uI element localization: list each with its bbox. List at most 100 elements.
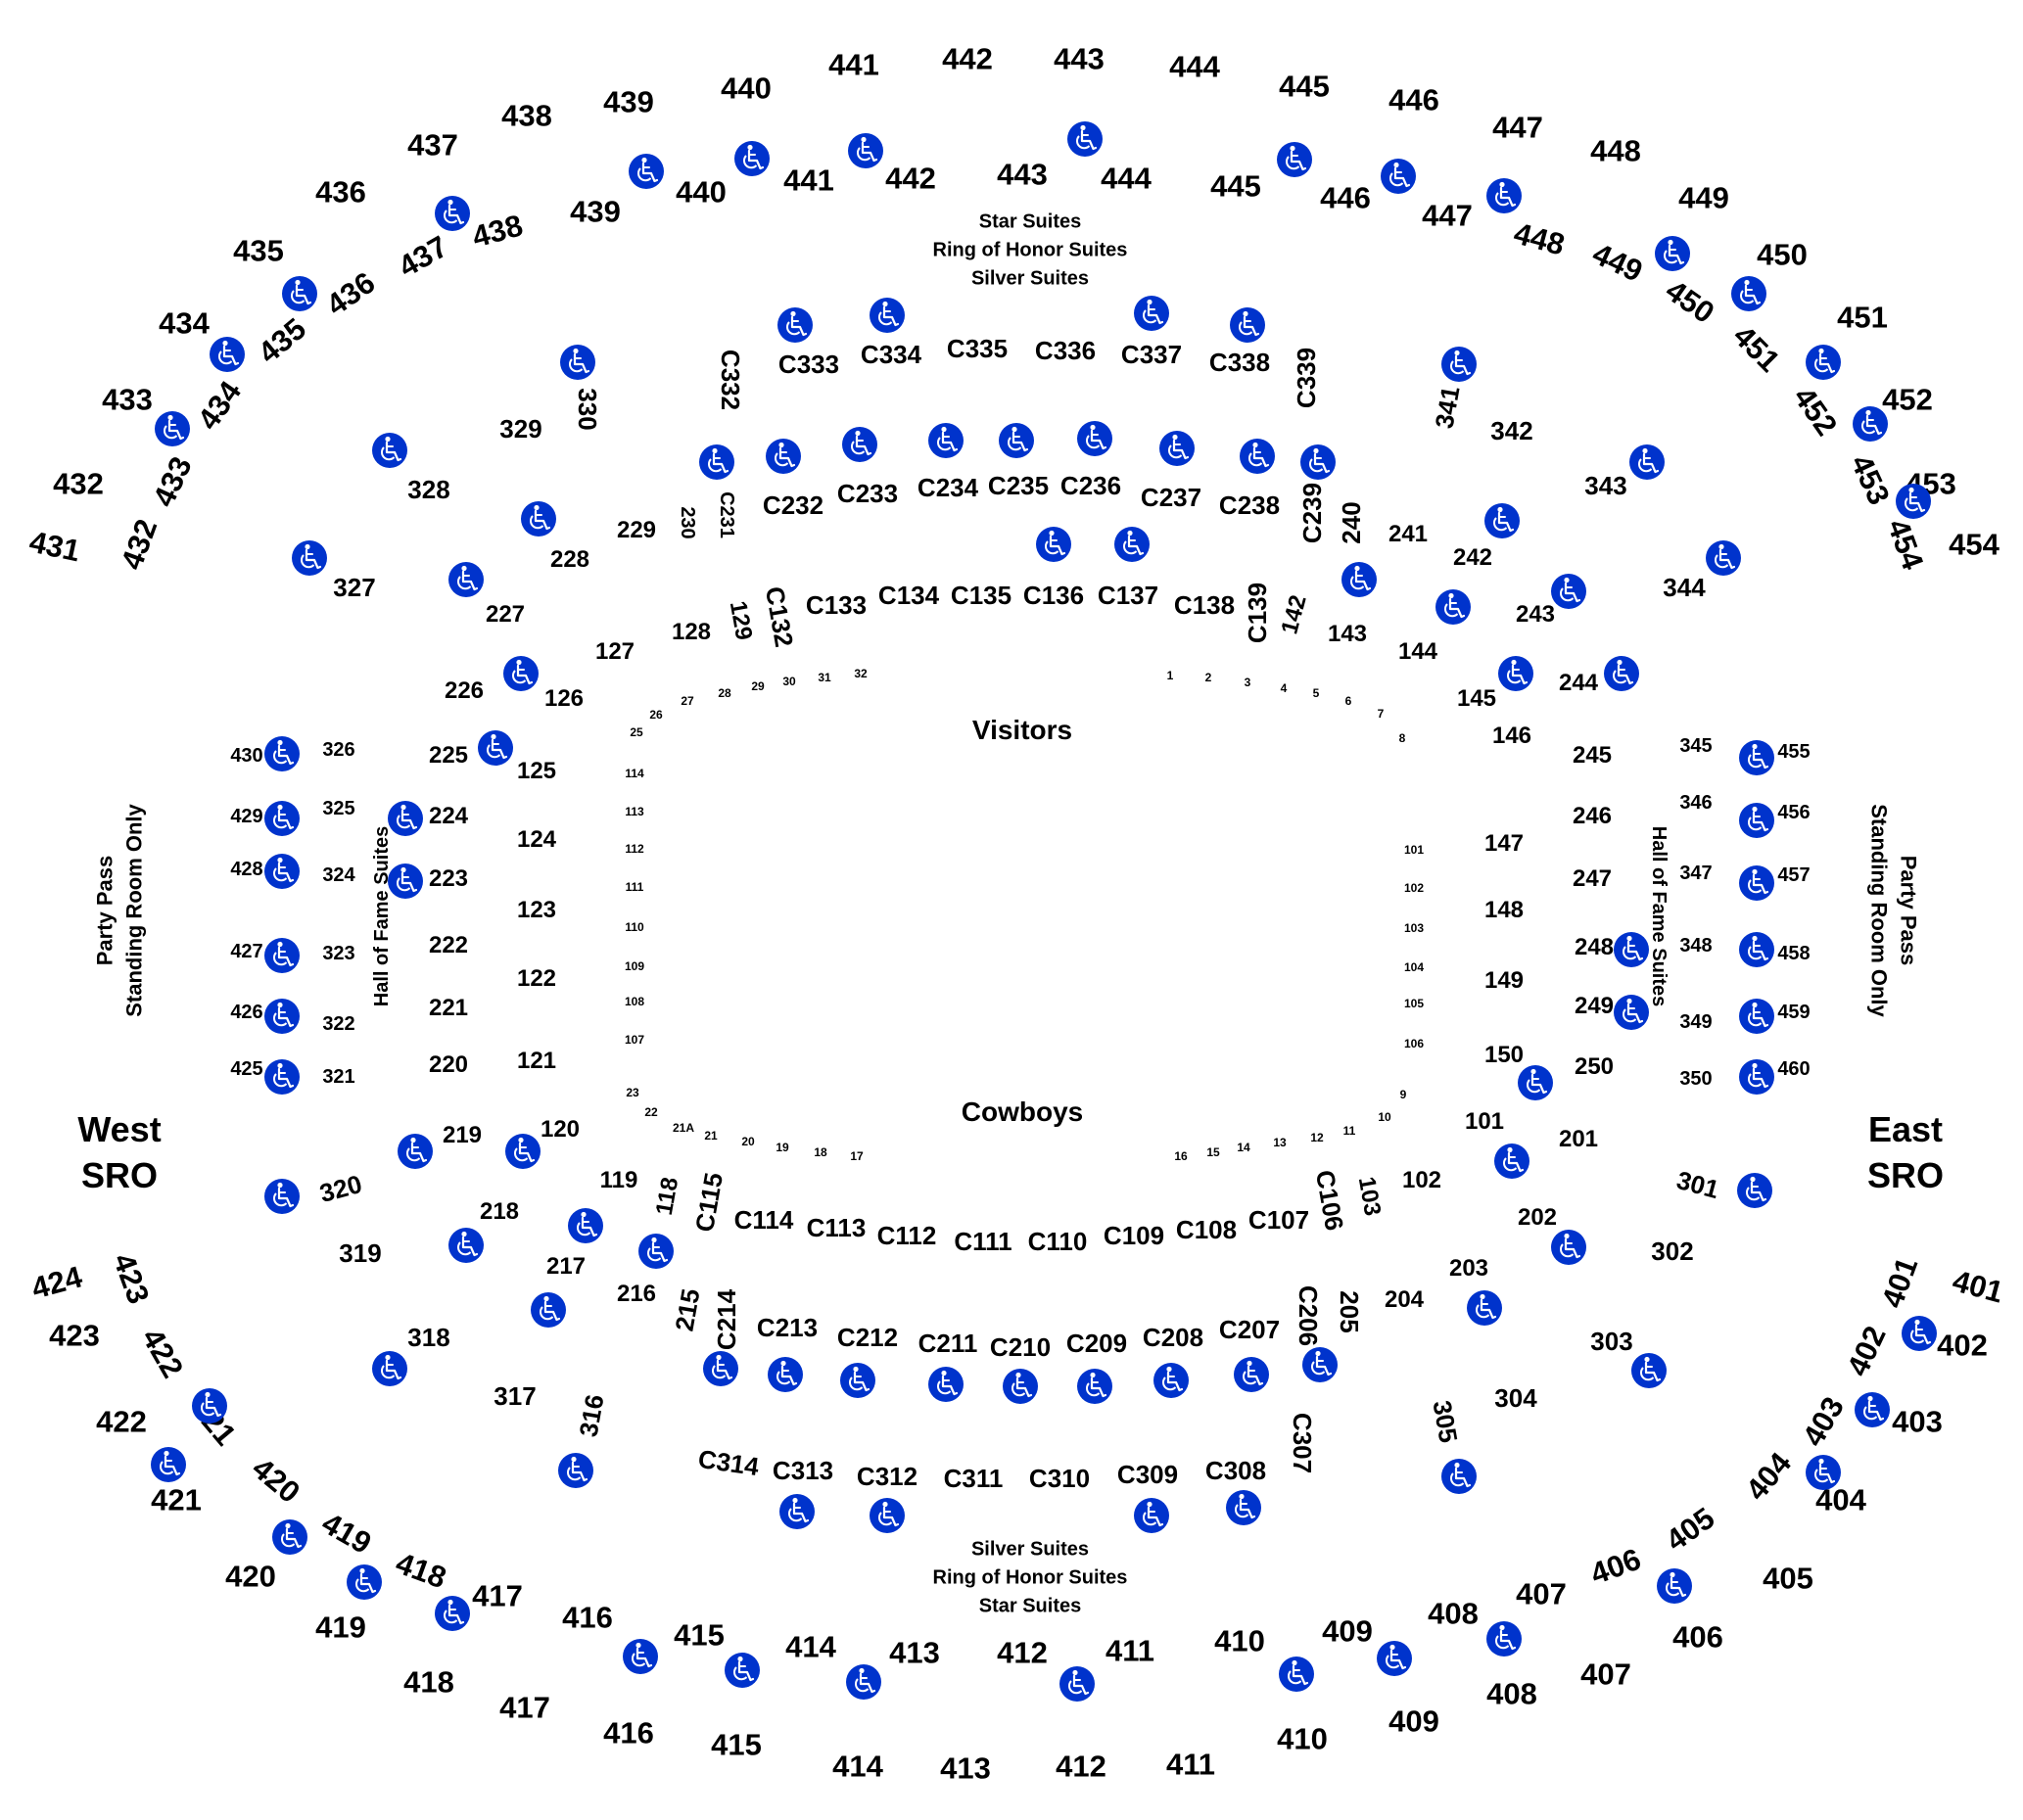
field-section-22[interactable]: 22 bbox=[644, 1105, 658, 1119]
section-241[interactable]: 241 bbox=[1388, 521, 1429, 547]
section-144[interactable]: 144 bbox=[1397, 638, 1438, 665]
wheelchair-icon[interactable] bbox=[531, 1292, 566, 1328]
section-443[interactable]: 443 bbox=[997, 157, 1048, 192]
wheelchair-icon[interactable] bbox=[766, 439, 801, 474]
wheelchair-icon[interactable] bbox=[638, 1234, 674, 1269]
field-section-32[interactable]: 32 bbox=[854, 667, 868, 680]
section-103[interactable]: 103 bbox=[1352, 1174, 1387, 1218]
field-section-21a[interactable]: 21A bbox=[672, 1121, 695, 1135]
wheelchair-icon[interactable] bbox=[372, 1351, 407, 1386]
section-c113[interactable]: C113 bbox=[806, 1213, 867, 1242]
section-c139[interactable]: C139 bbox=[1243, 582, 1272, 644]
section-121[interactable]: 121 bbox=[516, 1048, 557, 1074]
section-301[interactable]: 301 bbox=[1673, 1164, 1722, 1205]
section-c107[interactable]: C107 bbox=[1247, 1205, 1310, 1235]
section-c136[interactable]: C136 bbox=[1022, 581, 1085, 610]
wheelchair-icon[interactable] bbox=[699, 444, 734, 480]
section-228[interactable]: 228 bbox=[549, 546, 590, 573]
field-section-19[interactable]: 19 bbox=[776, 1141, 789, 1154]
section-326[interactable]: 326 bbox=[322, 739, 355, 761]
section-149[interactable]: 149 bbox=[1483, 967, 1525, 994]
wheelchair-icon[interactable] bbox=[1739, 932, 1774, 967]
section-245[interactable]: 245 bbox=[1572, 742, 1613, 769]
section-220[interactable]: 220 bbox=[428, 1051, 469, 1078]
section-102[interactable]: 102 bbox=[1401, 1167, 1442, 1193]
section-150[interactable]: 150 bbox=[1483, 1042, 1525, 1068]
section-350[interactable]: 350 bbox=[1679, 1068, 1713, 1090]
section-347[interactable]: 347 bbox=[1679, 863, 1713, 884]
section-448[interactable]: 448 bbox=[1590, 133, 1641, 168]
wheelchair-icon[interactable] bbox=[623, 1639, 658, 1674]
section-119[interactable]: 119 bbox=[599, 1167, 638, 1193]
field-section-10[interactable]: 10 bbox=[1378, 1110, 1391, 1124]
section-243[interactable]: 243 bbox=[1515, 601, 1556, 628]
wheelchair-icon[interactable] bbox=[1614, 995, 1649, 1030]
section-c237[interactable]: C237 bbox=[1140, 483, 1202, 512]
section-c339[interactable]: C339 bbox=[1292, 347, 1321, 409]
field-section-108[interactable]: 108 bbox=[624, 995, 645, 1008]
wheelchair-icon[interactable] bbox=[1134, 296, 1169, 331]
field-section-104[interactable]: 104 bbox=[1403, 960, 1425, 974]
section-328[interactable]: 328 bbox=[407, 475, 450, 504]
section-c214[interactable]: C214 bbox=[712, 1288, 741, 1351]
section-128[interactable]: 128 bbox=[671, 619, 712, 645]
wheelchair-icon[interactable] bbox=[1341, 562, 1377, 597]
section-148[interactable]: 148 bbox=[1483, 897, 1525, 923]
section-425[interactable]: 425 bbox=[230, 1058, 263, 1080]
hall-of-fame-suites-east[interactable]: Hall of Fame Suites bbox=[1648, 825, 1670, 1007]
wheelchair-icon[interactable] bbox=[388, 801, 423, 836]
section-446[interactable]: 446 bbox=[1388, 82, 1439, 117]
section-324[interactable]: 324 bbox=[322, 864, 355, 886]
wheelchair-icon[interactable] bbox=[264, 736, 300, 771]
section-452[interactable]: 452 bbox=[1786, 380, 1845, 443]
section-c235[interactable]: C235 bbox=[987, 471, 1050, 500]
section-c207[interactable]: C207 bbox=[1218, 1315, 1281, 1344]
section-414[interactable]: 414 bbox=[832, 1749, 883, 1784]
section-423[interactable]: 423 bbox=[49, 1318, 100, 1353]
section-417[interactable]: 417 bbox=[472, 1578, 523, 1613]
section-c137[interactable]: C137 bbox=[1097, 581, 1159, 610]
section-247[interactable]: 247 bbox=[1572, 865, 1613, 892]
section-444[interactable]: 444 bbox=[1101, 161, 1152, 196]
wheelchair-icon[interactable] bbox=[734, 141, 770, 176]
wheelchair-icon[interactable] bbox=[264, 1179, 300, 1214]
wheelchair-icon[interactable] bbox=[1302, 1347, 1338, 1382]
section-433[interactable]: 433 bbox=[102, 382, 153, 417]
section-437[interactable]: 437 bbox=[392, 228, 454, 285]
section-330[interactable]: 330 bbox=[573, 388, 602, 431]
section-248[interactable]: 248 bbox=[1574, 934, 1615, 960]
field-section-9[interactable]: 9 bbox=[1399, 1088, 1407, 1101]
field-section-5[interactable]: 5 bbox=[1312, 686, 1320, 700]
section-458[interactable]: 458 bbox=[1777, 943, 1811, 964]
section-203[interactable]: 203 bbox=[1448, 1255, 1489, 1282]
wheelchair-icon[interactable] bbox=[1077, 1369, 1112, 1404]
section-c308[interactable]: C308 bbox=[1204, 1456, 1267, 1485]
section-c138[interactable]: C138 bbox=[1173, 590, 1236, 620]
wheelchair-icon[interactable] bbox=[1737, 1173, 1772, 1208]
section-305[interactable]: 305 bbox=[1427, 1398, 1464, 1445]
wheelchair-icon[interactable] bbox=[1657, 1568, 1692, 1604]
wheelchair-icon[interactable] bbox=[1159, 431, 1195, 466]
wheelchair-icon[interactable] bbox=[842, 427, 877, 462]
section-125[interactable]: 125 bbox=[516, 758, 557, 784]
wheelchair-icon[interactable] bbox=[1655, 236, 1690, 271]
section-401[interactable]: 401 bbox=[1949, 1263, 2007, 1310]
field-section-28[interactable]: 28 bbox=[718, 686, 731, 700]
wheelchair-icon[interactable] bbox=[1902, 1316, 1937, 1351]
wheelchair-icon[interactable] bbox=[282, 276, 317, 311]
section-c307[interactable]: C307 bbox=[1288, 1412, 1317, 1474]
section-240[interactable]: 240 bbox=[1337, 501, 1366, 544]
wheelchair-icon[interactable] bbox=[435, 1596, 470, 1631]
section-348[interactable]: 348 bbox=[1679, 935, 1713, 957]
wheelchair-icon[interactable] bbox=[503, 656, 539, 691]
section-449[interactable]: 449 bbox=[1678, 180, 1729, 215]
section-201[interactable]: 201 bbox=[1558, 1126, 1599, 1152]
section-c211[interactable]: C211 bbox=[917, 1329, 978, 1358]
wheelchair-icon[interactable] bbox=[1114, 527, 1150, 562]
wheelchair-icon[interactable] bbox=[928, 1367, 964, 1402]
section-224[interactable]: 224 bbox=[428, 803, 469, 829]
section-441[interactable]: 441 bbox=[783, 163, 834, 198]
wheelchair-icon[interactable] bbox=[846, 1664, 881, 1700]
section-c313[interactable]: C313 bbox=[772, 1456, 834, 1485]
field-section-18[interactable]: 18 bbox=[814, 1145, 827, 1159]
